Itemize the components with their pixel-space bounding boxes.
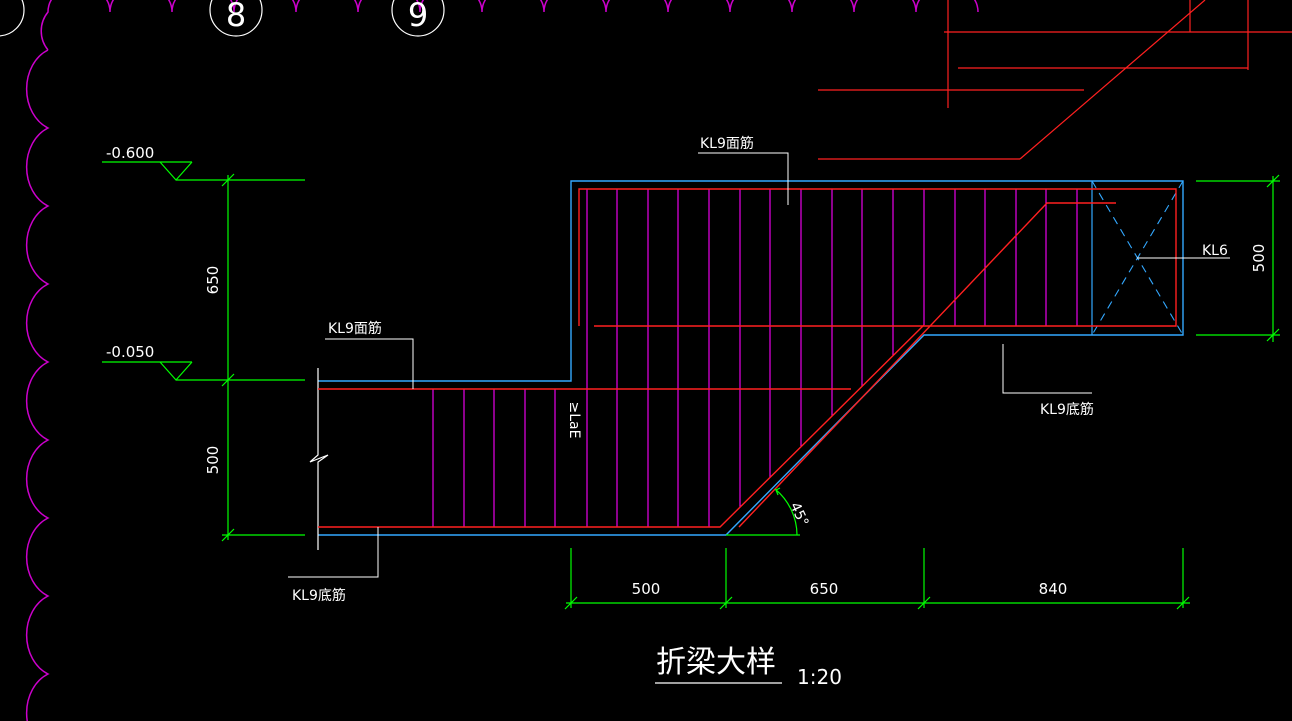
- label-bottom-bar-left: KL9底筋: [292, 587, 346, 604]
- angle-label: 45°: [786, 500, 811, 529]
- label-top-bar-upper: KL9面筋: [700, 135, 754, 152]
- rebar-top-upper: [578, 188, 1177, 327]
- beam-concrete-outline: [318, 180, 1184, 536]
- dim-right-500: 500: [1250, 244, 1268, 273]
- rebar-bottom-diagonal: [738, 202, 1116, 528]
- elevation-label-mid: -0.050: [106, 343, 154, 361]
- leader-bottom-right: [1002, 344, 1092, 394]
- leader-bottom-left: [288, 527, 379, 578]
- break-line: [309, 368, 329, 550]
- dim-horizontal-650: 650: [810, 580, 839, 598]
- angle-45-marker: [726, 487, 800, 536]
- grid-bubble-8: [209, 0, 263, 37]
- leader-top-lower: [325, 338, 414, 389]
- dim-vertical-500: 500: [204, 446, 222, 475]
- elevation-label-top: -0.600: [106, 144, 154, 162]
- leader-top-upper: [698, 152, 789, 205]
- dimension-vertical-right: [1196, 174, 1280, 342]
- label-kl6: KL6: [1202, 243, 1228, 259]
- grid-bubble-8-label: 8: [226, 0, 246, 34]
- stirrups-group: [432, 189, 1078, 527]
- rebars: [318, 188, 1177, 528]
- grid-bubble-partial: [0, 0, 25, 37]
- dim-horizontal-840: 840: [1039, 580, 1068, 598]
- dimension-vertical-left: [221, 173, 305, 542]
- dimension-horizontal-bottom: [564, 548, 1190, 610]
- dim-horizontal-500: 500: [632, 580, 661, 598]
- dim-vertical-650: 650: [204, 266, 222, 295]
- rebar-bottom-lower: [318, 324, 925, 528]
- adjacent-detail-lines: [818, 0, 1292, 160]
- grid-bubble-9: [391, 0, 445, 37]
- label-bottom-bar-right: KL9底筋: [1040, 401, 1094, 418]
- grid-bubbles: 8 9: [0, 0, 445, 37]
- revision-cloud: [25, 0, 979, 721]
- elevation-marker-mid: [102, 361, 305, 381]
- drawing-title: 折梁大样: [656, 645, 776, 680]
- grid-bubble-9-label: 9: [408, 0, 428, 34]
- drawing-scale: 1:20: [797, 665, 842, 689]
- label-top-bar-lower: KL9面筋: [328, 320, 382, 337]
- anchorage-label: ≥LaE: [566, 402, 582, 439]
- elevation-marker-top: [102, 161, 305, 181]
